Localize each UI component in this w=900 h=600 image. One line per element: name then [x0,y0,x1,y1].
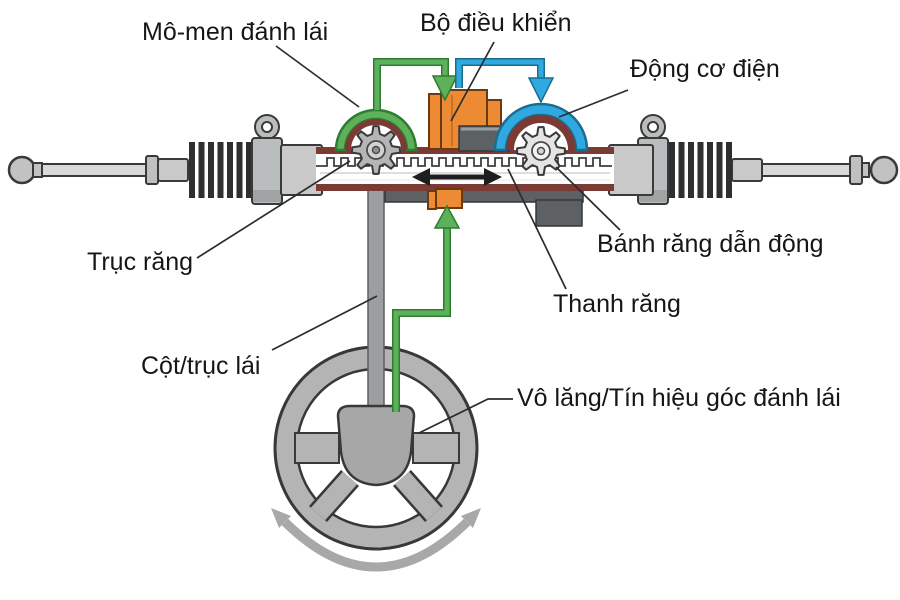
label-steering-wheel: Vô lăng/Tín hiệu góc đánh lái [517,384,841,412]
leader-steering-wheel [418,398,513,434]
signal-path-control-to-motor [455,58,555,104]
leader-electric-motor [558,89,629,118]
steering-column [367,157,385,425]
leader-control-unit [450,41,495,122]
label-drive-gear: Bánh răng dẫn động [597,229,824,258]
label-pinion-shaft: Trục răng [87,248,193,276]
label-steering-torque: Mô-men đánh lái [142,18,328,46]
leader-rack [507,168,567,290]
leader-steering-column [271,295,378,351]
rack-housing-right-end [608,144,654,196]
label-steering-column: Cột/trục lái [141,352,260,380]
signal-path-torque [373,58,459,110]
motor-mount-block [384,186,584,227]
pinion-gear [351,125,401,175]
wheel-hub [336,404,416,487]
leader-steering-torque [275,45,360,108]
tie-rod-right [731,155,899,185]
label-control-unit: Bộ điều khiển [420,9,572,37]
leader-pinion-shaft [196,160,351,259]
label-rack: Thanh răng [553,290,681,318]
label-electric-motor: Động cơ điện [630,55,780,83]
tie-rod-left [7,155,189,185]
mounting-bracket-left [251,114,283,205]
leader-drive-gear [555,166,621,231]
signal-path-wheel-angle [392,204,461,412]
rotation-arrow [271,508,481,572]
rack-housing-left-end [280,144,323,196]
rack-travel-arrow [412,168,502,186]
drive-gear [516,126,566,176]
